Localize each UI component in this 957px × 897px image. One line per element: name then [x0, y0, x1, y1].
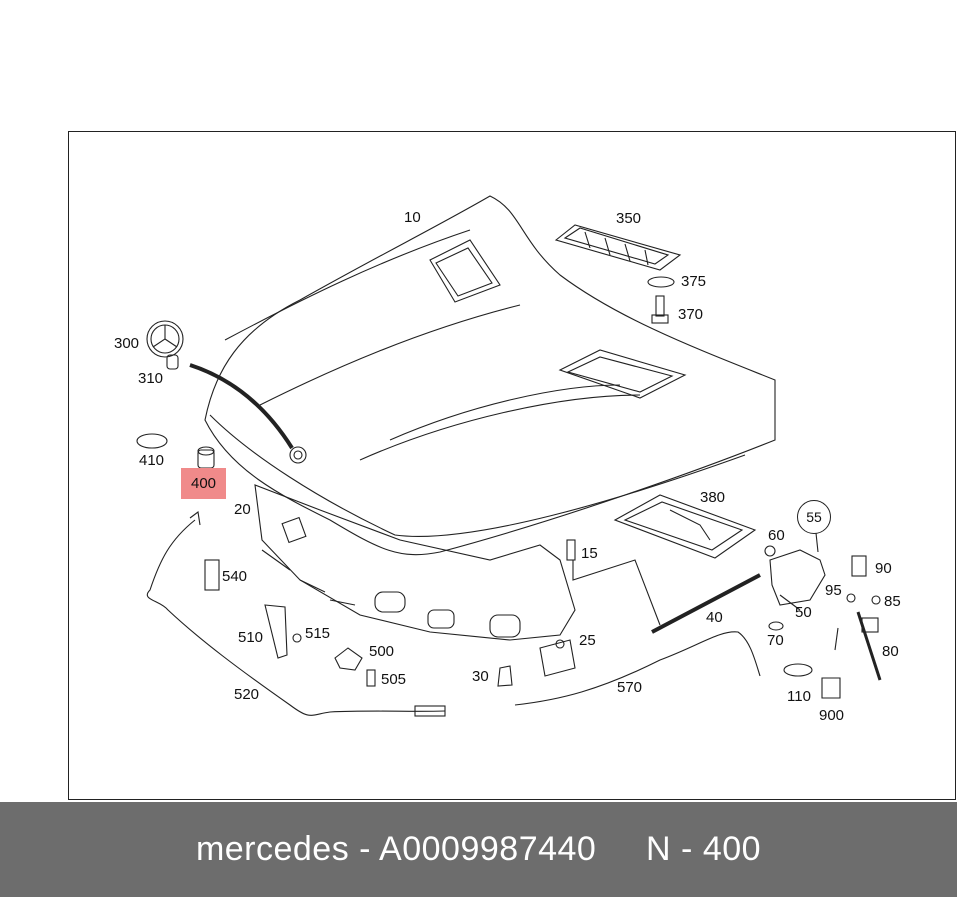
- callout-30: 30: [472, 668, 489, 685]
- hood-latch: [769, 549, 826, 606]
- callout-370: 370: [678, 306, 704, 323]
- hood-vent-left: [429, 239, 501, 303]
- release-rod: [856, 611, 882, 681]
- callout-540: 540: [222, 568, 248, 585]
- star-emblem: [146, 320, 184, 358]
- callout-25: 25: [579, 632, 596, 649]
- callout-570: 570: [617, 679, 643, 696]
- diagram-frame: [68, 131, 956, 800]
- hood-crease-3: [389, 384, 621, 441]
- callout-70: 70: [767, 632, 784, 649]
- callout-300: 300: [114, 335, 140, 352]
- hood-crease-1: [259, 304, 521, 406]
- air-grille: [554, 224, 682, 271]
- callout-80: 80: [882, 643, 899, 660]
- callout-90: 90: [875, 560, 892, 577]
- callout-60: 60: [768, 527, 785, 544]
- release-handle: [539, 639, 576, 677]
- release-cable-520: [146, 519, 446, 716]
- callout-410: 410: [139, 452, 165, 469]
- part-number-caption: mercedes - A0009987440 N - 400: [195, 830, 762, 868]
- callout-110: 110: [787, 688, 811, 705]
- callout-15: 15: [581, 545, 598, 562]
- hood-vent-right: [558, 349, 687, 399]
- callout-400-highlighted: 400: [181, 468, 227, 499]
- callout-95: 95: [825, 582, 842, 599]
- callout-505: 505: [381, 671, 407, 688]
- gas-strut: [651, 573, 761, 634]
- hood-front-edge: [209, 414, 746, 537]
- callout-50: 50: [795, 604, 812, 621]
- seal-ring: [136, 433, 168, 449]
- callout-20: 20: [234, 501, 251, 518]
- callout-375: 375: [681, 273, 707, 290]
- callout-500: 500: [369, 643, 395, 660]
- bump-stop: [197, 449, 215, 469]
- callout-55: 55: [797, 500, 831, 534]
- hood-top-ridge: [224, 229, 471, 341]
- callout-350: 350: [616, 210, 642, 227]
- callout-900: 900: [819, 707, 845, 724]
- hood-underside: [254, 484, 576, 641]
- callout-10: 10: [404, 209, 421, 226]
- hood-parts-diagram: [136, 195, 882, 717]
- arrow-line: [189, 363, 294, 450]
- callout-85: 85: [884, 593, 901, 610]
- callout-310: 310: [138, 370, 164, 387]
- callout-515: 515: [305, 625, 331, 642]
- callout-380: 380: [700, 489, 726, 506]
- hood-crease-2: [359, 394, 641, 461]
- callout-520: 520: [234, 686, 260, 703]
- latch-tray: [613, 494, 757, 559]
- callout-510: 510: [238, 629, 264, 646]
- callout-40: 40: [706, 609, 723, 626]
- footer-bar: mercedes - A0009987440 N - 400: [0, 802, 957, 897]
- release-cable-570: [514, 631, 761, 706]
- hood-outline: [204, 195, 776, 556]
